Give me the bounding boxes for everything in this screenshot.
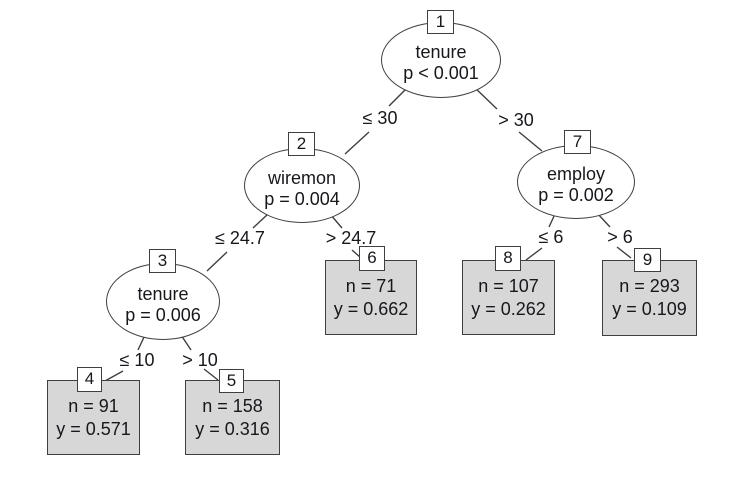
terminal-node-6: n = 71 y = 0.662 (325, 260, 417, 335)
edge-label-7-8: ≤ 6 (538, 227, 564, 247)
inner-node-2-number: 2 (288, 132, 315, 156)
terminal-node-8-number: 8 (495, 246, 521, 271)
inner-node-1-pvalue: p < 0.001 (403, 63, 479, 83)
inner-node-2-variable: wiremon (267, 167, 337, 188)
edge-line (518, 131, 543, 152)
inner-node-3-variable: tenure (137, 283, 189, 304)
terminal-node-6-n: n = 71 (345, 276, 397, 296)
terminal-node-5-n: n = 158 (202, 396, 263, 416)
inner-node-3-pvalue: p = 0.006 (125, 304, 201, 325)
terminal-node-4-number: 4 (77, 367, 102, 392)
terminal-node-5-number: 5 (219, 369, 244, 393)
edge-label-7-9: > 6 (607, 227, 633, 247)
terminal-node-8: n = 107 y = 0.262 (462, 260, 555, 335)
edge-line (252, 213, 269, 229)
terminal-node-6-y: y = 0.662 (333, 299, 409, 319)
edge-label-1-7: > 30 (498, 110, 534, 130)
edge-label-2-3: ≤ 24.7 (215, 228, 265, 248)
inner-node-1-number: 1 (427, 10, 454, 34)
edge-line (206, 251, 228, 272)
inner-node-2: wiremon p = 0.004 (244, 148, 360, 223)
edge-line (104, 370, 124, 382)
terminal-node-9-number: 9 (634, 248, 661, 272)
inner-node-7-number: 7 (564, 130, 591, 154)
terminal-node-8-n: n = 107 (478, 276, 539, 296)
inner-node-3-number: 3 (149, 249, 176, 273)
edge-line (344, 131, 370, 155)
edge-label-3-5: > 10 (182, 350, 218, 370)
terminal-node-5-y: y = 0.316 (195, 419, 270, 439)
edge-label-2-6: > 24.7 (325, 228, 377, 248)
inner-node-3: tenure p = 0.006 (106, 263, 220, 340)
edge-label-1-2: ≤ 30 (362, 108, 398, 128)
terminal-node-4-y: y = 0.571 (56, 419, 131, 439)
terminal-node-4: n = 91 y = 0.571 (47, 380, 140, 455)
inner-node-1: tenure p < 0.001 (381, 22, 501, 98)
inner-node-7: employ p = 0.002 (517, 145, 635, 219)
edge-line (203, 368, 219, 381)
edge-line (525, 247, 543, 261)
terminal-node-9: n = 293 y = 0.109 (602, 260, 697, 336)
inner-node-1-variable: tenure (415, 42, 467, 62)
terminal-node-6-number: 6 (359, 246, 385, 271)
terminal-node-9-y: y = 0.109 (612, 299, 687, 319)
terminal-node-9-n: n = 293 (619, 276, 680, 296)
terminal-node-5: n = 158 y = 0.316 (185, 380, 280, 455)
inner-node-7-pvalue: p = 0.002 (538, 185, 614, 205)
terminal-node-4-n: n = 91 (68, 396, 119, 416)
inner-node-2-pvalue: p = 0.004 (264, 188, 340, 209)
edge-line (616, 246, 632, 259)
terminal-node-8-y: y = 0.262 (471, 299, 546, 319)
edge-line (388, 87, 408, 107)
edge-label-3-4: ≤ 10 (119, 350, 155, 370)
inner-node-7-variable: employ (546, 164, 606, 184)
